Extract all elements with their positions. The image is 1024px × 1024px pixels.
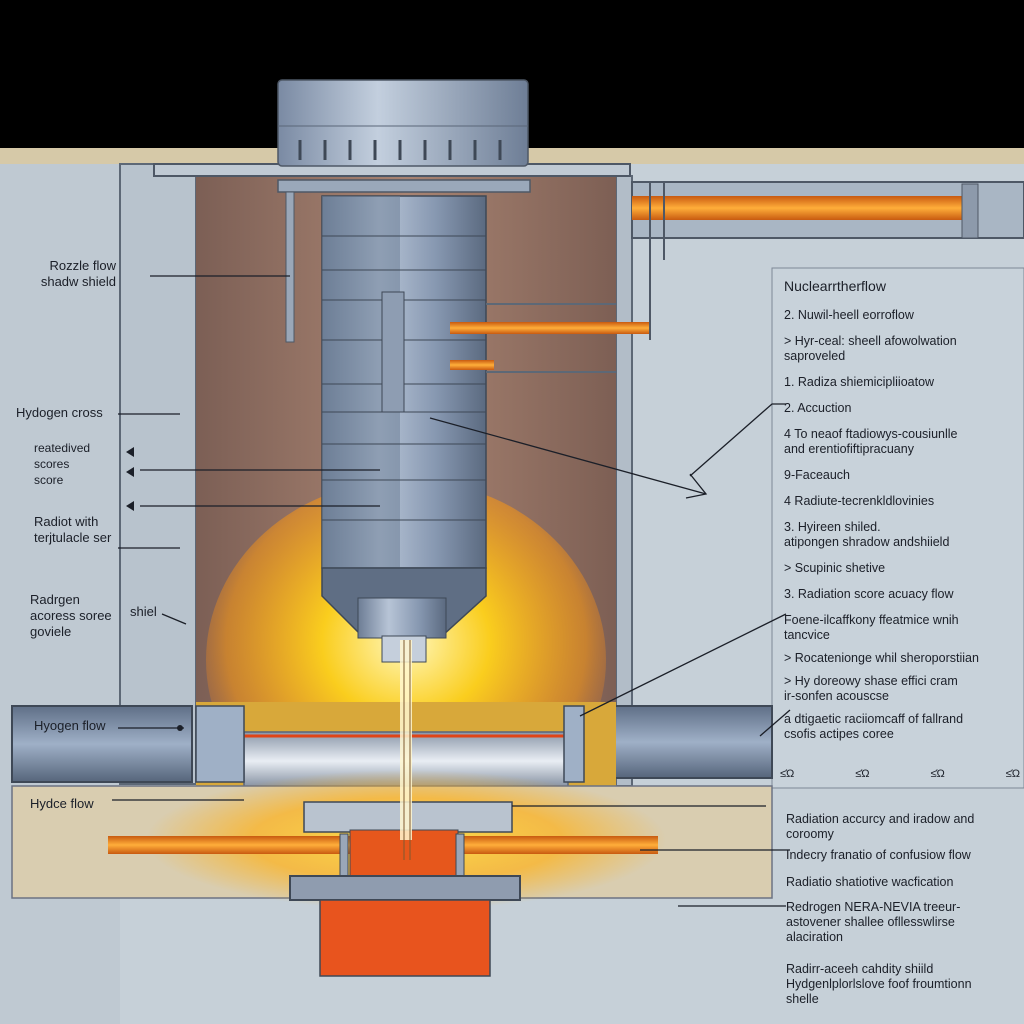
legend-item: 4 Radiute-tecrenkldlovinies [784, 494, 935, 508]
legend-item: 2. Nuwil-heell eorroflow [784, 308, 914, 322]
legend-title: Nuclearrtherflow [784, 278, 886, 294]
label-radiot: Radiot with terjtulacle ser [34, 514, 112, 545]
note-hydrogen-nerva: Redrogen NERA-NEVIA treeur- astovener sh… [786, 900, 961, 944]
legend-item: 1. Radiza shiemicipliioatow [784, 375, 935, 389]
legend-item: a dtigaetic raciiomcaff of fallrand csof… [784, 712, 964, 741]
label-nozzle-flow: Rozzle flow shadw shield [40, 258, 116, 289]
legend-item: 3. Radiation score acuacy flow [784, 587, 954, 601]
legend-item: > Hy doreowy shase effici cram ir-sonfen… [784, 674, 958, 703]
legend-panel: Nuclearrtherflow 2. Nuwil-heell eorroflo… [784, 278, 1016, 753]
tick-mark: ≤Ώ [855, 768, 870, 780]
legend-item: > Scupinic shetive [784, 561, 886, 575]
legend-item: 3. Hyireen shiled. atipongen shradow and… [784, 520, 950, 549]
note-radiation-verification: Radiatio shatiotive wacfication [786, 875, 954, 889]
label-shiel: shiel [130, 604, 157, 619]
legend-item: > Hyr-ceal: sheell afowolwation saprovel… [784, 334, 957, 363]
label-hydce-flow: Hydce flow [30, 796, 94, 811]
label-scores: reatedived scores score [34, 441, 91, 487]
tick-mark: ≤Ώ [780, 768, 795, 780]
note-shield: Radirr-aceeh cahdity shiild Hydgenlplorl… [786, 962, 972, 1006]
legend-item: 9-Faceauch [784, 468, 851, 482]
legend-item: > Rocatenionge whil sheroporstiian [784, 651, 979, 665]
tick-mark: ≤Ώ [930, 768, 945, 780]
tick-row: ≤Ώ ≤Ώ ≤Ώ ≤Ώ [780, 768, 1020, 780]
legend-item: 4 To neaof ftadiowys-cousiunlle and eren… [784, 427, 958, 456]
note-confusion-flow: Indecry franatio of confusiow flow [786, 848, 971, 862]
legend-item: Foene-ilcaffkony ffeatmice wnih tancvice [784, 613, 959, 642]
label-hydrogen-flow: Hyogen flow [34, 718, 106, 733]
note-radiation-accuracy: Radiation accurcy and iradow and coroomy [786, 812, 975, 841]
legend-item: 2. Accuction [784, 401, 852, 415]
tick-mark: ≤Ώ [1005, 768, 1020, 780]
label-radrgen: Radrgen acoress soree goviele [30, 592, 112, 639]
label-hydrogen-cross: Hydogen cross [16, 405, 103, 420]
